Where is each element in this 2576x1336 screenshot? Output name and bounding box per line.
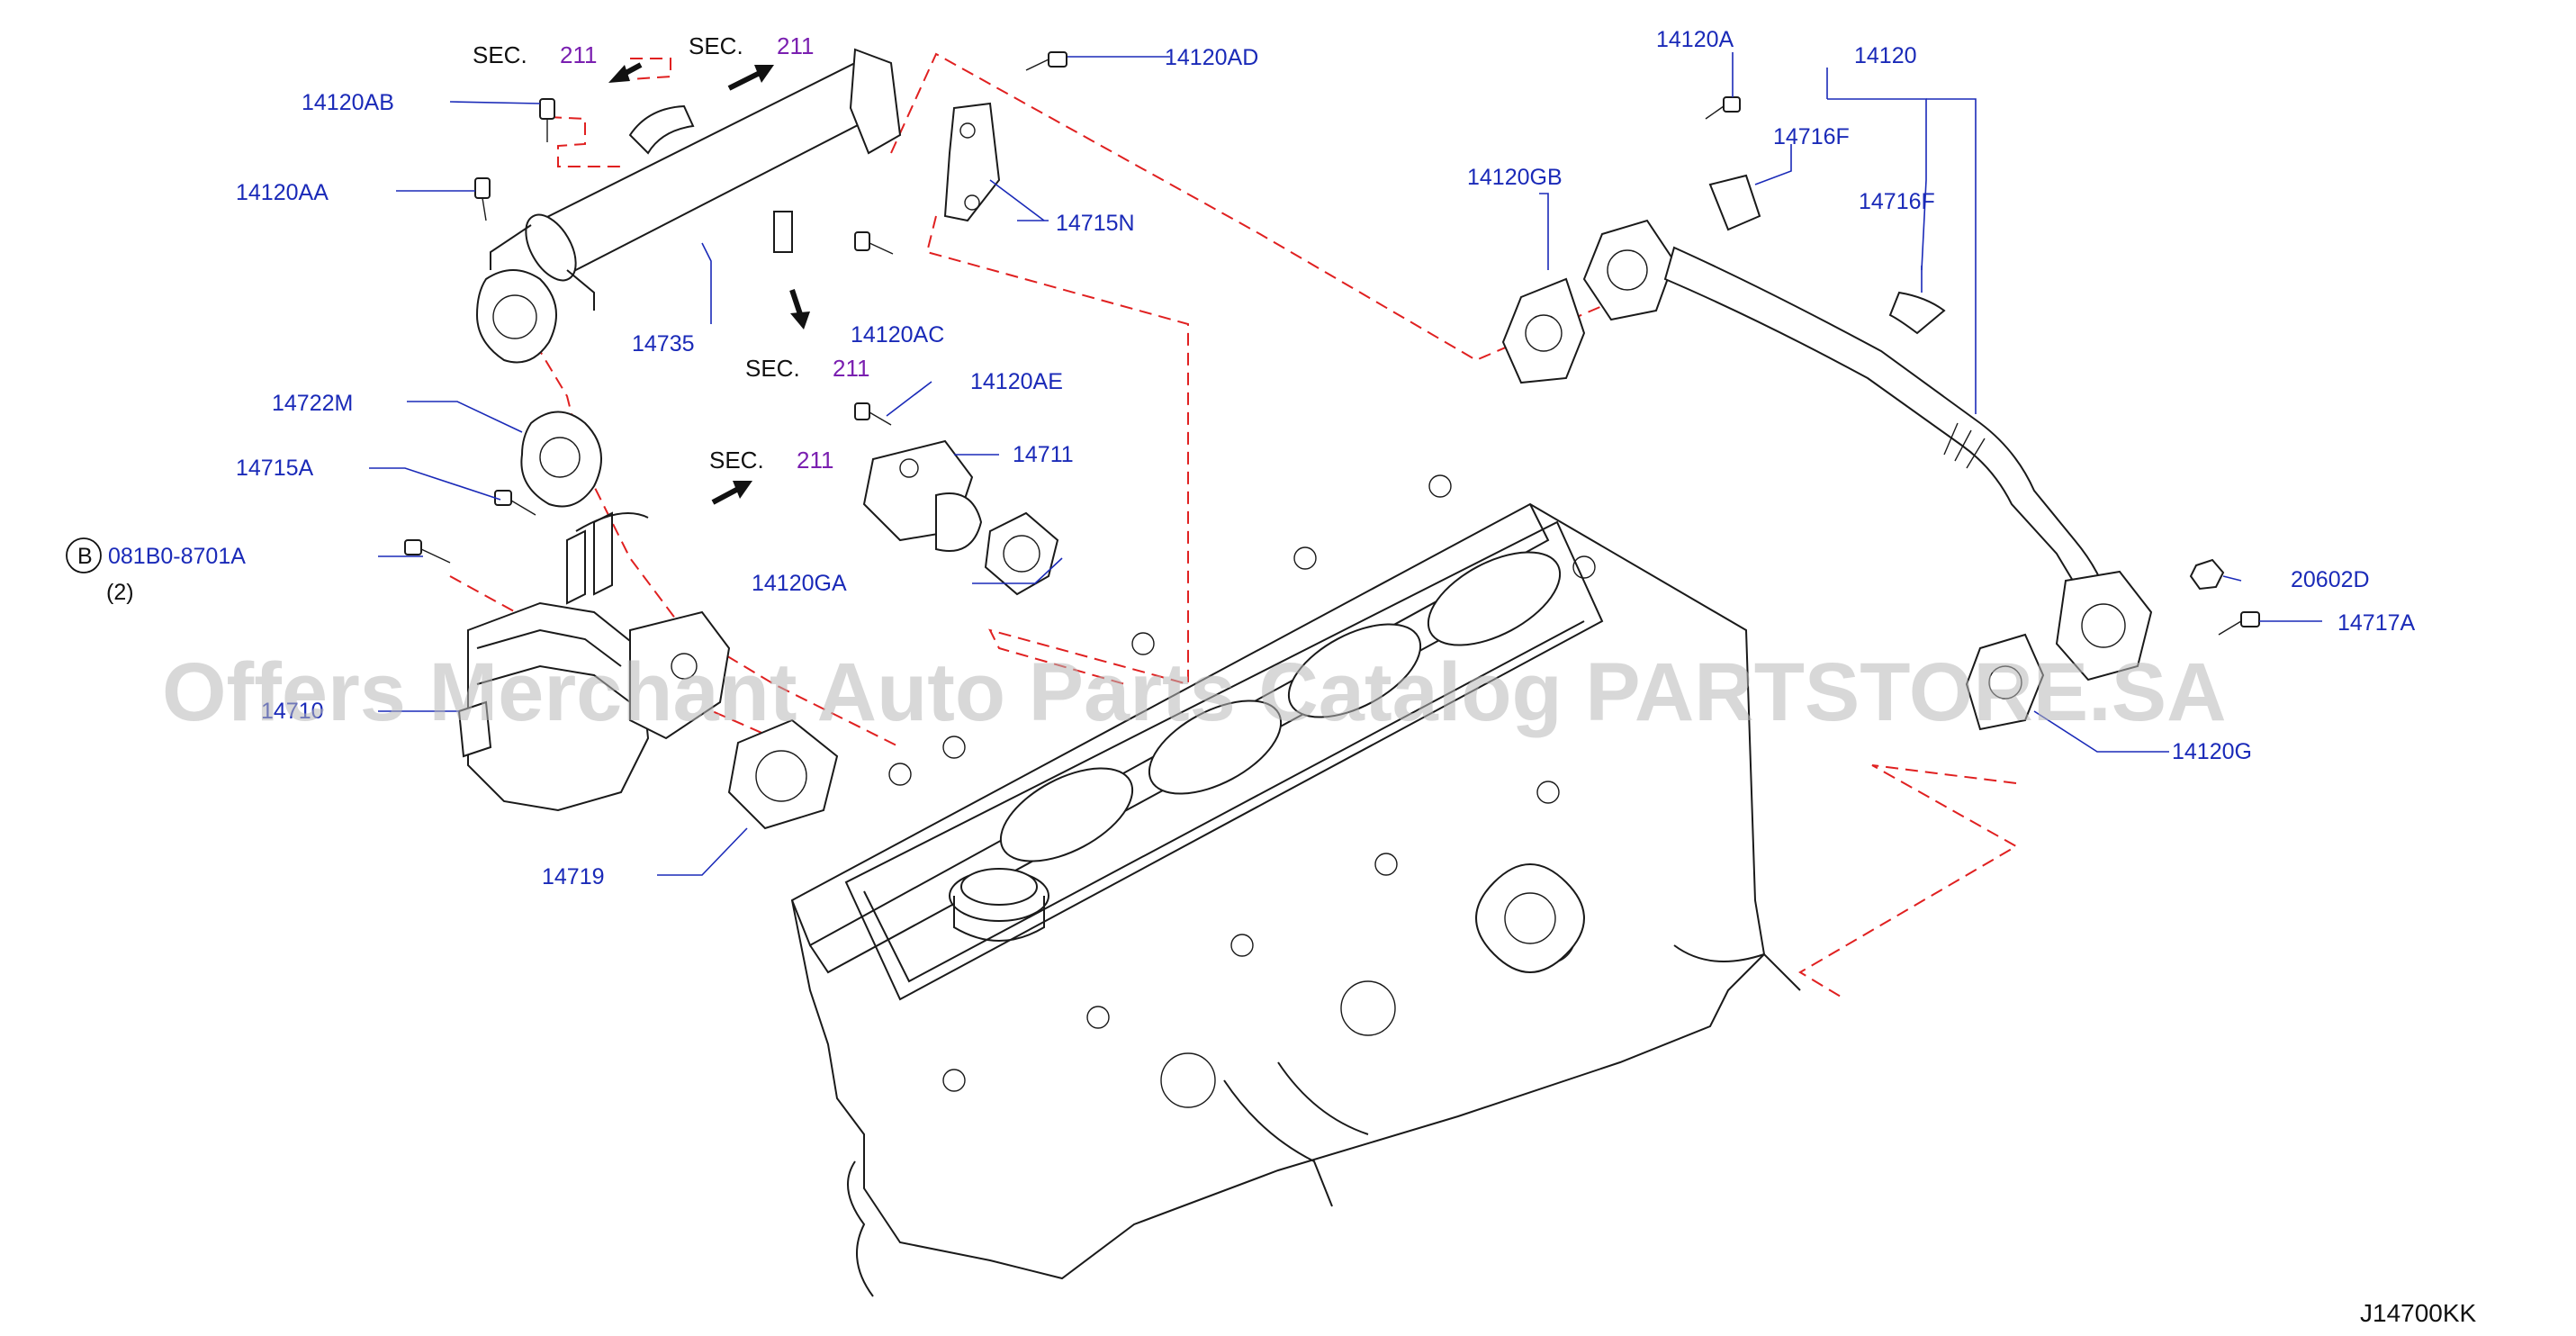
- bolt-icon: [474, 177, 491, 221]
- egr-tube-illustration: [1582, 219, 2153, 682]
- arrow-icon: [608, 62, 643, 83]
- bolt-icon: [2218, 611, 2260, 636]
- sec-label-2-number: 211: [777, 32, 814, 59]
- arrow-icon: [711, 481, 752, 505]
- part-label-14722M[interactable]: 14722M: [272, 391, 353, 416]
- bolt-icon: [854, 231, 894, 255]
- bolt-icon: [494, 490, 536, 516]
- part-number-labels: 14120AB 14120AA 14120AD 14120AC 14735 14…: [66, 27, 2416, 889]
- diagram-code: J14700KK: [2360, 1299, 2477, 1327]
- sec-label-1-number: 211: [560, 41, 597, 68]
- part-label-14120[interactable]: 14120: [1854, 43, 1917, 68]
- circle-b-letter: B: [77, 544, 93, 569]
- bolt-icon: [539, 98, 555, 142]
- bolt-icon: [1705, 96, 1741, 120]
- part-label-081B0-8701A[interactable]: 081B0-8701A: [108, 544, 246, 569]
- part-label-20602D[interactable]: 20602D: [2291, 567, 2370, 592]
- watermark-text: Offers Merchant Auto Parts Catalog PARTS…: [162, 646, 2227, 738]
- part-label-14120A[interactable]: 14120A: [1656, 27, 1734, 52]
- part-label-14711[interactable]: 14711: [1013, 442, 1074, 467]
- part-label-14716F-lower[interactable]: 14716F: [1859, 189, 1935, 214]
- egr-cooler-illustration: [475, 48, 902, 364]
- part-label-14715N[interactable]: 14715N: [1056, 211, 1135, 236]
- cylinder-head-illustration: [790, 474, 1801, 1297]
- arrow-icon: [727, 65, 774, 91]
- part-label-14120G[interactable]: 14120G: [2172, 739, 2252, 764]
- part-label-14120AA[interactable]: 14120AA: [236, 180, 329, 205]
- circle-b-marker: [66, 537, 102, 573]
- section-arrows: [608, 62, 810, 505]
- arrow-icon: [789, 289, 810, 329]
- sec-label-2-prefix: SEC.: [689, 32, 743, 59]
- section-references: SEC. 211 SEC. 211 SEC. 211 SEC. 211: [473, 32, 869, 474]
- bolt-icon: [854, 402, 892, 426]
- part-quantity: (2): [106, 580, 134, 605]
- sec-label-4-number: 211: [797, 447, 833, 474]
- sec-label-3-prefix: SEC.: [745, 355, 800, 382]
- sec-label-1-prefix: SEC.: [473, 41, 527, 68]
- gaskets-illustration: [520, 102, 2045, 830]
- leader-lines: [369, 52, 2322, 876]
- part-label-14715A[interactable]: 14715A: [236, 456, 314, 481]
- nut-icon: [2189, 558, 2225, 591]
- sec-label-4-prefix: SEC.: [709, 447, 764, 474]
- sec-label-3-number: 211: [833, 355, 869, 382]
- part-label-14719[interactable]: 14719: [542, 864, 605, 889]
- egr-valve-illustration: [457, 511, 731, 812]
- bolt-icon: [404, 539, 451, 564]
- part-label-14735[interactable]: 14735: [632, 331, 695, 357]
- bolt-icons: [404, 51, 2260, 636]
- bolt-icon: [1025, 51, 1067, 71]
- part-label-14120GA[interactable]: 14120GA: [752, 571, 847, 596]
- part-label-14717A[interactable]: 14717A: [2337, 610, 2416, 636]
- part-label-14120GB[interactable]: 14120GB: [1467, 165, 1563, 190]
- part-label-14120AD[interactable]: 14120AD: [1165, 45, 1258, 70]
- part-label-14120AC[interactable]: 14120AC: [851, 322, 944, 348]
- part-label-14120AB[interactable]: 14120AB: [302, 90, 394, 115]
- part-label-14716F-upper[interactable]: 14716F: [1773, 124, 1850, 149]
- part-label-14710[interactable]: 14710: [261, 699, 324, 724]
- part-label-14120AE[interactable]: 14120AE: [970, 369, 1063, 394]
